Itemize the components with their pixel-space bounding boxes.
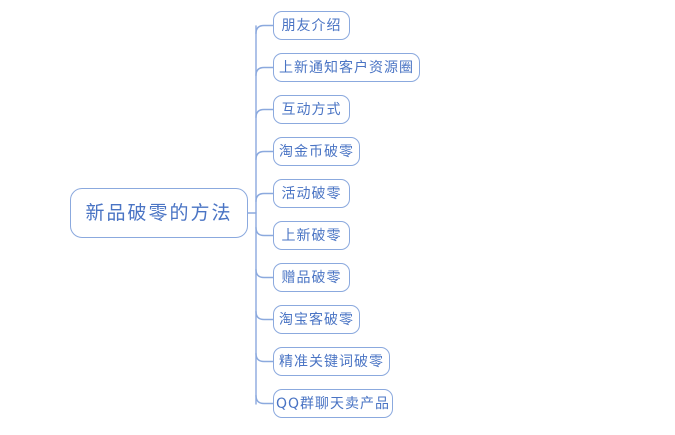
child-node-label: 赠品破零 [281, 269, 342, 286]
child-node[interactable]: 互动方式 [273, 95, 350, 124]
branch-connector [255, 192, 274, 203]
root-node[interactable]: 新品破零的方法 [70, 188, 248, 238]
root-node-label: 新品破零的方法 [85, 201, 233, 224]
branch-connector [255, 268, 274, 279]
branch-connector [255, 150, 274, 161]
child-node-label: 精准关键词破零 [279, 353, 384, 370]
child-node[interactable]: 精准关键词破零 [273, 347, 390, 376]
branch-connector [255, 66, 274, 77]
child-node-label: 上新破零 [281, 227, 342, 244]
child-node[interactable]: 赠品破零 [273, 263, 350, 292]
child-node[interactable]: 淘金币破零 [273, 137, 360, 166]
branch-connector [255, 226, 274, 237]
branch-connector [255, 352, 274, 363]
child-node[interactable]: 上新破零 [273, 221, 350, 250]
branch-connector [255, 394, 274, 405]
child-node-label: QQ群聊天卖产品 [275, 395, 391, 412]
child-node-label: 互动方式 [281, 101, 342, 118]
child-node[interactable]: 上新通知客户资源圈 [273, 53, 420, 82]
child-node[interactable]: 朋友介绍 [273, 11, 350, 40]
child-node-label: 朋友介绍 [281, 17, 342, 34]
child-node-label: 上新通知客户资源圈 [279, 59, 414, 76]
branch-connector [255, 108, 274, 119]
child-node-label: 活动破零 [281, 185, 342, 202]
child-node-label: 淘宝客破零 [279, 311, 354, 328]
child-node[interactable]: 活动破零 [273, 179, 350, 208]
branch-connector [255, 310, 274, 321]
branch-connector [255, 24, 274, 35]
child-node[interactable]: QQ群聊天卖产品 [273, 389, 393, 418]
child-node[interactable]: 淘宝客破零 [273, 305, 360, 334]
child-node-label: 淘金币破零 [279, 143, 354, 160]
